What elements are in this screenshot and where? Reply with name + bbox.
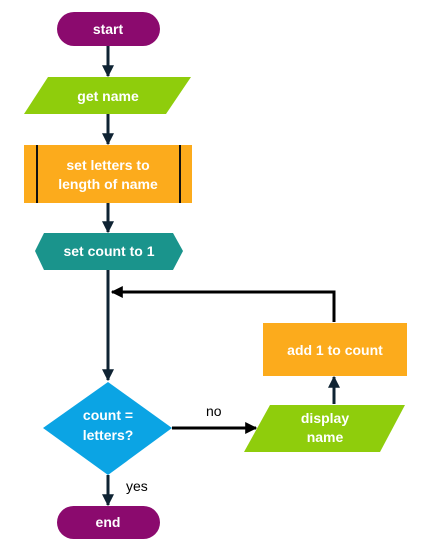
get-name-label: get name (77, 88, 139, 104)
decision-diamond: count = letters? (43, 382, 172, 475)
set-count-preparation: set count to 1 (35, 233, 183, 270)
decision-label-line2: letters? (83, 427, 134, 443)
decision-label-line1: count = (83, 407, 133, 423)
add-one-process: add 1 to count (263, 323, 407, 376)
set-letters-process: set letters to length of name (24, 145, 192, 203)
display-name-output: display name (244, 405, 405, 452)
end-terminal: end (57, 506, 160, 539)
arrow-loop-back (110, 286, 336, 322)
start-terminal: start (57, 12, 160, 46)
set-count-label: set count to 1 (63, 243, 154, 259)
end-label: end (96, 514, 121, 530)
get-name-input: get name (24, 77, 191, 114)
start-label: start (93, 21, 124, 37)
set-letters-label-line1: set letters to (66, 157, 149, 173)
add-one-label: add 1 to count (287, 342, 383, 358)
edge-label-no: no (206, 403, 222, 419)
edge-label-yes: yes (126, 478, 148, 494)
display-name-label-line1: display (301, 410, 349, 426)
set-letters-label-line2: length of name (58, 176, 158, 192)
display-name-label-line2: name (307, 429, 344, 445)
